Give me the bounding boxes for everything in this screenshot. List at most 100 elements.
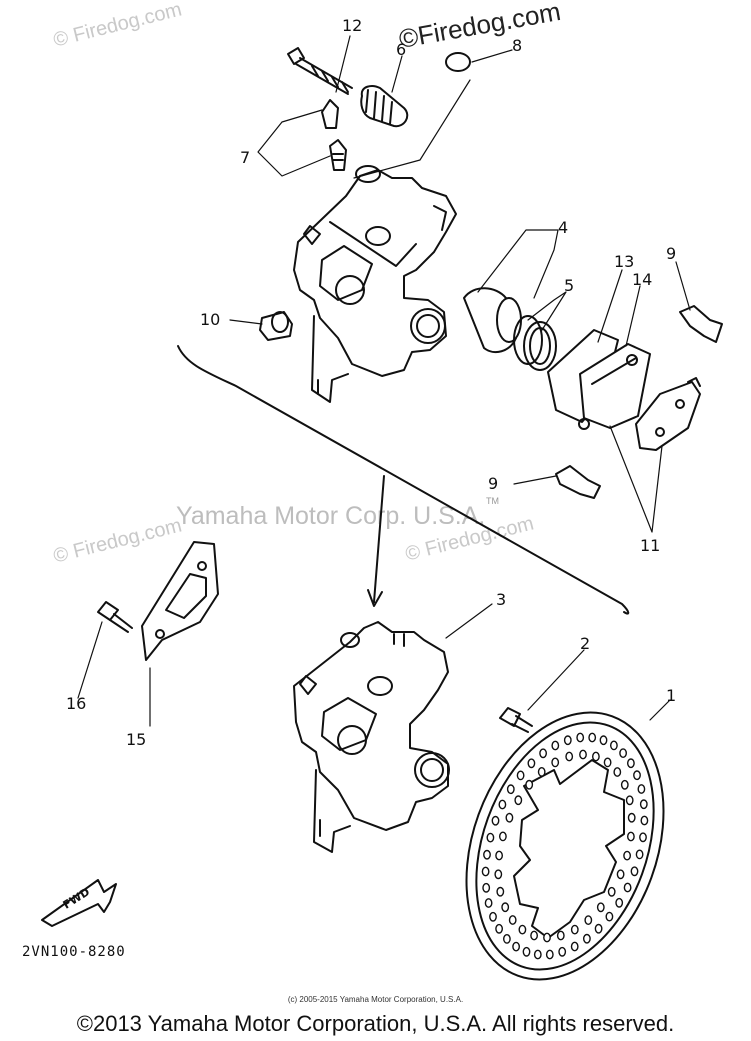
disc-hole: [616, 869, 625, 880]
disc-hole: [522, 946, 531, 957]
callout-5: 5: [564, 276, 575, 295]
disc-hole: [603, 757, 612, 768]
disc-hole: [512, 941, 520, 952]
disc-hole: [588, 732, 597, 743]
disc-hole: [508, 915, 517, 925]
disc-hole: [514, 795, 523, 806]
callout-10: 10: [200, 310, 221, 329]
disc-hole: [482, 882, 491, 893]
disc-hole: [640, 815, 649, 826]
disc-hole: [630, 866, 639, 877]
callout-2: 2: [580, 634, 591, 653]
disc-hole: [607, 886, 616, 897]
disc-hole: [594, 923, 603, 934]
watermark-tm: TM: [486, 496, 499, 506]
disc-hole: [615, 897, 624, 908]
disc-hole: [525, 779, 534, 790]
disc-hole: [506, 784, 515, 795]
disc-hole: [570, 941, 579, 952]
disc-hole: [501, 902, 510, 913]
disc-hole: [486, 832, 495, 843]
disc-hole: [639, 832, 647, 843]
fwd-arrow-icon: [41, 879, 117, 927]
disc-hole: [483, 849, 491, 860]
disc-hole: [627, 758, 635, 769]
disc-hole: [539, 748, 547, 759]
disc-hole: [495, 850, 503, 861]
disc-hole: [533, 949, 542, 960]
bleed-screw-7-drawing: [321, 99, 347, 171]
caliper-assembly-3-drawing: [293, 621, 450, 853]
disc-hole: [489, 911, 497, 922]
disc-hole: [530, 930, 538, 941]
callout-9-lower: 9: [488, 474, 499, 493]
callout-8: 8: [512, 36, 523, 55]
disc-hole: [484, 898, 493, 908]
disc-hole: [545, 949, 554, 960]
pad-11-drawing: [635, 377, 701, 451]
callout-11: 11: [640, 536, 661, 555]
disc-hole: [551, 740, 560, 751]
disc-hole: [516, 770, 525, 781]
disc-hole: [583, 933, 591, 944]
callout-3: 3: [496, 590, 507, 609]
assembly-boundary-line: [177, 345, 630, 615]
pad-14-drawing: [578, 343, 651, 430]
footer-copyright: ©2013 Yamaha Motor Corporation, U.S.A. A…: [76, 1011, 675, 1036]
bolt-16-drawing: [97, 601, 133, 633]
disc-hole: [498, 831, 507, 842]
disc-hole: [623, 882, 632, 893]
callout-6: 6: [396, 40, 407, 59]
disc-hole: [543, 932, 551, 943]
disc-hole: [491, 815, 500, 826]
boot-6-drawing: [360, 85, 409, 128]
disc-hole: [518, 924, 527, 935]
disc-hole: [558, 946, 567, 957]
disc-hole: [596, 902, 605, 913]
caliper-upper-drawing: [293, 165, 457, 403]
leader-lines: [77, 35, 691, 727]
small-copyright: (c) 2005-2015 Yamaha Motor Corporation, …: [287, 995, 464, 1004]
disc-hole: [605, 911, 614, 922]
disc-holes: [481, 732, 649, 960]
callout-9-upper: 9: [666, 244, 677, 263]
plug-10-drawing: [259, 311, 293, 341]
disc-hole: [565, 751, 574, 762]
disc-hole: [625, 795, 634, 806]
disc-hole: [496, 886, 505, 897]
disc-hole: [576, 732, 585, 743]
brake-disc-1-drawing: [465, 711, 665, 981]
callout-15: 15: [126, 730, 147, 749]
disc-hole: [527, 758, 536, 769]
pad-spring-9-lower-drawing: [555, 465, 601, 499]
disc-hole: [610, 740, 618, 751]
cap-8-drawing: [445, 52, 471, 72]
disc-hole: [613, 767, 622, 777]
disc-hole: [592, 751, 600, 762]
disc-hole: [620, 779, 629, 790]
piston-4-drawing: [463, 287, 522, 354]
callout-16: 16: [66, 694, 87, 713]
disc-hole: [599, 735, 608, 746]
pad-spring-9-upper-drawing: [679, 305, 723, 343]
disc-hole: [584, 915, 593, 925]
disc-hole: [502, 934, 511, 944]
disc-hole: [556, 930, 565, 941]
callout-14: 14: [632, 270, 653, 289]
disc-hole: [563, 735, 572, 746]
diagram-code: 2VN100-8280: [22, 944, 126, 960]
bracket-15-drawing: [141, 541, 219, 661]
disc-hole: [579, 749, 587, 760]
disc-hole: [639, 799, 648, 810]
callout-1: 1: [666, 686, 677, 705]
callout-7: 7: [240, 148, 251, 167]
disc-hole: [623, 850, 631, 861]
watermark-manufacturer: Yamaha Motor Corp. U.S.A.: [176, 502, 486, 530]
callout-13: 13: [614, 252, 635, 271]
disc-hole: [498, 799, 507, 810]
disc-hole: [637, 784, 646, 794]
disc-hole: [570, 924, 579, 935]
bolt-12-drawing: [287, 47, 353, 95]
disc-hole: [635, 849, 644, 860]
